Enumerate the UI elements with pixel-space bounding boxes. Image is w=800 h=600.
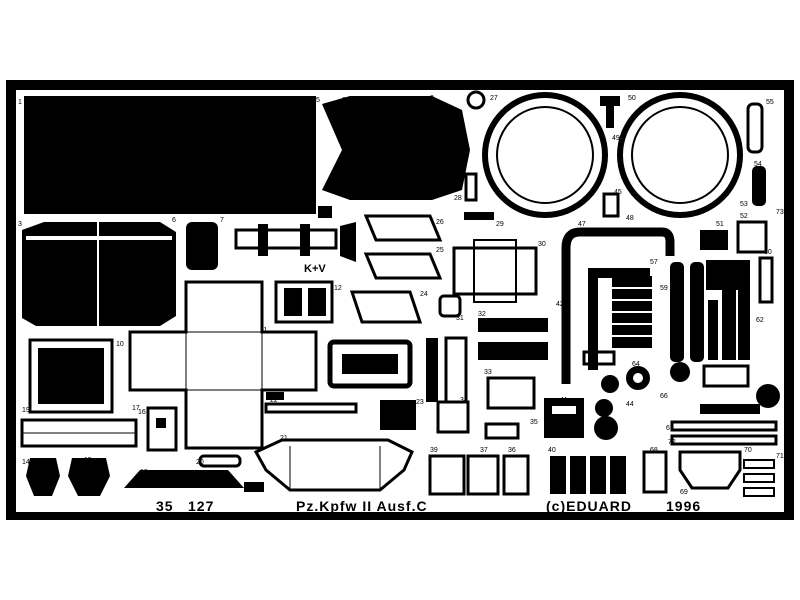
part-number: 4 <box>342 187 346 194</box>
part-number: 33 <box>484 369 492 376</box>
clip-part-b <box>68 458 110 496</box>
part-number: 10 <box>116 341 124 348</box>
part-number: 57 <box>650 259 658 266</box>
handle-part <box>234 228 338 250</box>
kv-marking: K+V <box>304 263 326 275</box>
fret-title: Pz.Kpfw II Ausf.C <box>296 498 428 514</box>
part-number: 44 <box>626 401 634 408</box>
part-number: 62 <box>756 317 764 324</box>
part-number: 39 <box>430 447 438 454</box>
part-number: 2 <box>342 97 346 104</box>
plate-3 <box>349 290 423 324</box>
part-number: 41 <box>560 397 568 404</box>
small-ring <box>466 90 486 110</box>
part-number: 66 <box>660 393 668 400</box>
panel-large-top-left <box>24 96 316 214</box>
part-number: 64 <box>632 361 640 368</box>
fret-code-suffix: 127 <box>188 498 215 514</box>
part-number: 73 <box>776 209 784 216</box>
part-number: 60 <box>764 249 772 256</box>
panel-shaped-top <box>322 96 470 200</box>
part-number: 52 <box>740 213 748 220</box>
ring-right <box>617 92 743 218</box>
part-number: 27 <box>490 95 498 102</box>
part-number: 16 <box>138 409 146 416</box>
part-number: 37 <box>480 447 488 454</box>
plate-1 <box>363 214 443 242</box>
part-number: 50 <box>628 95 636 102</box>
part-number: 25 <box>436 247 444 254</box>
fret-bottom-strip <box>16 498 784 512</box>
part-number: 3 <box>18 221 22 228</box>
fret-maker: (c)EDUARD <box>546 498 632 514</box>
part-number: 28 <box>454 195 462 202</box>
part-number: 29 <box>496 221 504 228</box>
part-number: 61 <box>710 311 718 318</box>
part-number: 14 <box>22 459 30 466</box>
spring-part <box>612 276 652 348</box>
clip-part-a <box>26 458 60 496</box>
part-number: 40 <box>548 447 556 454</box>
part-number: 26 <box>436 219 444 226</box>
part-number: 51 <box>716 221 724 228</box>
part-number: 72 <box>668 439 676 446</box>
strip-bottom <box>124 470 244 488</box>
part-number: 22 <box>270 397 278 404</box>
part-number: 42 <box>556 301 564 308</box>
part-number: 55 <box>766 99 774 106</box>
part-number: 71 <box>776 453 784 460</box>
bracket-part <box>678 450 742 490</box>
part-number: 9 <box>430 95 434 102</box>
part-number: 34 <box>460 397 468 404</box>
vision-frame <box>327 339 413 389</box>
ring-left-inner <box>496 106 594 204</box>
ring-right-inner <box>631 106 729 204</box>
part-number: 49 <box>612 135 620 142</box>
part-number: 53 <box>740 201 748 208</box>
part-number: 32 <box>478 311 486 318</box>
part-number: 67 <box>666 425 674 432</box>
plate-2 <box>363 252 443 280</box>
part-number: 48 <box>626 215 634 222</box>
part-number: 15 <box>84 457 92 464</box>
part-number: 19 <box>22 407 30 414</box>
part-number: 69 <box>680 489 688 496</box>
part-number: 7 <box>220 217 224 224</box>
fret-code-prefix: 35 <box>156 498 174 514</box>
part-number: 23 <box>416 399 424 406</box>
part-number: 18 <box>140 469 148 476</box>
part-number: 47 <box>578 221 586 228</box>
part-number: 5 <box>316 97 320 104</box>
part-number: 17 <box>132 405 140 412</box>
part-number: 12 <box>334 285 342 292</box>
box-part-left <box>28 338 114 414</box>
ring-left <box>482 92 608 218</box>
part-number: 36 <box>508 447 516 454</box>
part-number: 68 <box>650 447 658 454</box>
part-number: 20 <box>196 459 204 466</box>
part-number: 70 <box>744 447 752 454</box>
part-number: 24 <box>420 291 428 298</box>
part-number: 35 <box>530 419 538 426</box>
box-part-middle <box>452 246 538 296</box>
folded-tray <box>253 438 414 492</box>
part-number: 11 <box>260 327 267 334</box>
part-number: 59 <box>660 285 668 292</box>
block-row <box>550 456 626 494</box>
part-number: 31 <box>456 315 464 322</box>
part-number: 45 <box>614 189 622 196</box>
part-number: 21 <box>280 435 288 442</box>
pipe-bend <box>561 227 675 384</box>
part-number: 54 <box>754 161 762 168</box>
part-number: 30 <box>538 241 546 248</box>
part-number: 6 <box>172 217 176 224</box>
part-number: 1 <box>18 99 22 106</box>
fret-year: 1996 <box>666 498 702 514</box>
